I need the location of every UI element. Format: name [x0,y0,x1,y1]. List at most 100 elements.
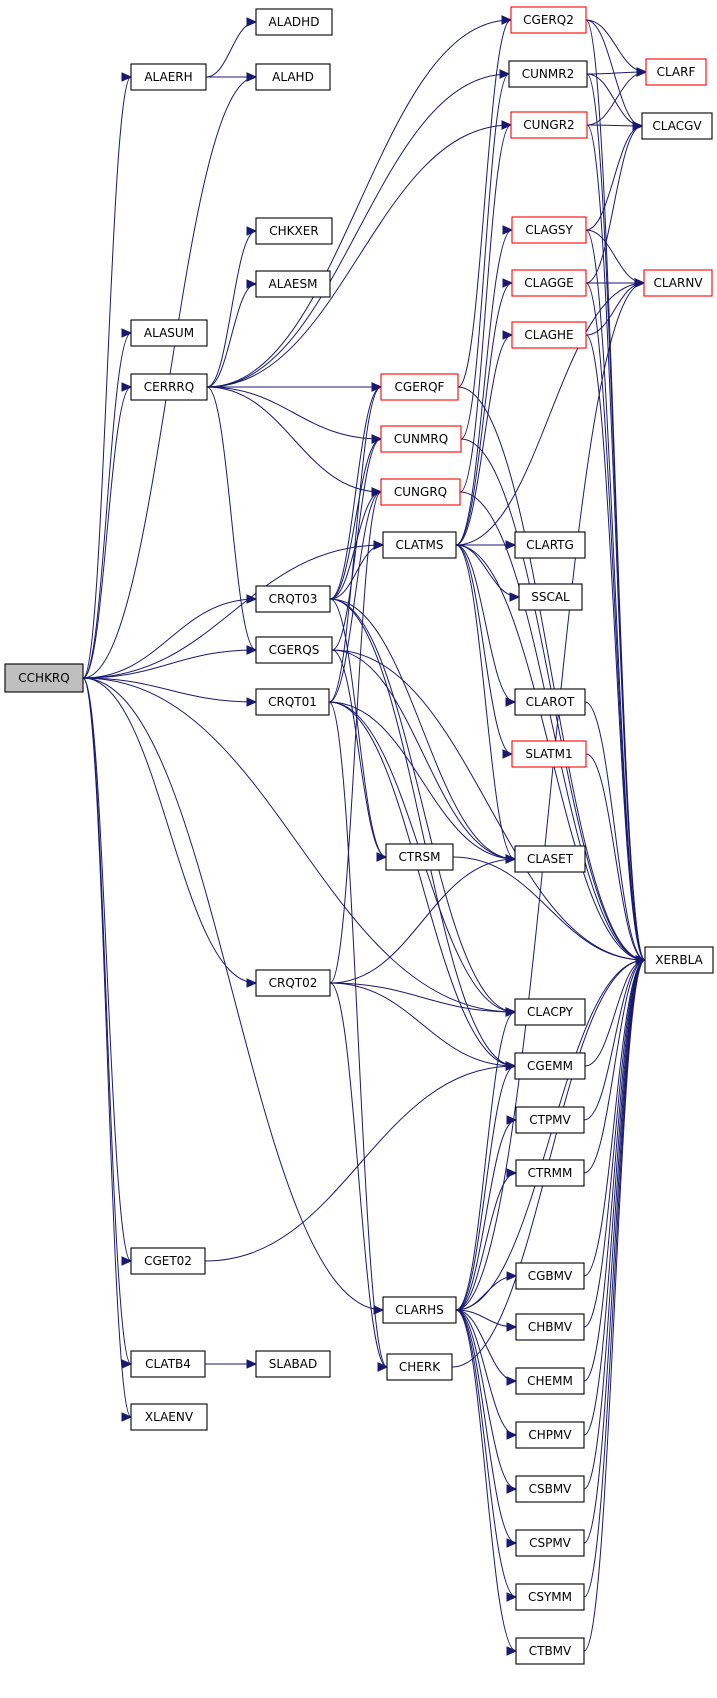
node-aladhd[interactable]: ALADHD [255,8,333,36]
node-cgerq2[interactable]: CGERQ2 [510,6,587,34]
node-clatms[interactable]: CLATMS [382,531,457,559]
node-label: CUNMRQ [394,432,448,446]
node-clarot[interactable]: CLAROT [514,688,586,716]
arrow-head [636,67,648,77]
node-box [130,1247,206,1275]
node-box [518,583,583,611]
node-alaesm[interactable]: ALAESM [255,270,331,298]
node-clarnv[interactable]: CLARNV [643,269,713,297]
node-clarf[interactable]: CLARF [645,58,707,86]
nodes-layer: CCHKRQ ALAERH ALADHD ALAHD ALASUM CERRRQ CHKXE… [4,6,714,1665]
node-cungr2[interactable]: CUNGR2 [510,111,588,139]
node-box [514,688,586,716]
node-label: CCHKRQ [18,671,69,685]
arrow-head [121,328,133,338]
node-slabad[interactable]: SLABAD [255,1350,331,1378]
node-label: CLACPY [527,1005,574,1019]
node-csbmv[interactable]: CSBMV [515,1475,585,1503]
node-cunmr2[interactable]: CUNMR2 [508,60,588,88]
edge-cerrrq-to-cgerqf [206,382,383,392]
node-cget02[interactable]: CGET02 [130,1247,206,1275]
node-crqt03[interactable]: CRQT03 [255,585,331,613]
node-box [255,270,331,298]
edge-cchkrq-to-crqt03 [82,594,258,679]
node-box [130,319,208,347]
node-cgerqf[interactable]: CGERQF [380,373,459,401]
node-cungrq[interactable]: CUNGRQ [380,478,461,506]
arrow-head [371,434,383,444]
arrow-head [506,1592,518,1602]
node-clagge[interactable]: CLAGGE [511,269,587,297]
edge-clatb4-to-slabad [204,1359,258,1369]
node-label: ALASUM [144,326,194,340]
node-crqt02[interactable]: CRQT02 [255,969,331,997]
node-sscal[interactable]: SSCAL [518,583,583,611]
edge-ctrsm-to-xerbla [452,856,647,965]
node-ctpmv[interactable]: CTPMV [515,1106,585,1134]
node-label: CLAGGE [524,276,574,290]
edges-layer [82,15,648,1656]
arrow-head [506,1538,518,1548]
node-alasum[interactable]: ALASUM [130,319,208,347]
edge-crqt02-to-cherk [329,982,389,1372]
node-chpmv[interactable]: CHPMV [515,1421,585,1449]
node-box [511,216,587,244]
node-chkxer[interactable]: CHKXER [255,217,333,245]
edge-clarhs-to-chemm [455,1309,518,1386]
node-xlaenv[interactable]: XLAENV [130,1403,208,1431]
node-csymm[interactable]: CSYMM [515,1583,585,1611]
node-label: SLABAD [269,1357,317,1371]
node-label: CLASET [527,852,574,866]
node-claghe[interactable]: CLAGHE [511,321,587,349]
node-label: CLARNV [653,276,703,290]
arrow-head [506,1484,518,1494]
edge-cungr2-to-clarf [586,67,648,126]
node-cunmrq[interactable]: CUNMRQ [380,425,462,453]
node-label: SLATM1 [525,747,572,761]
edge-alaerh-to-alahd [205,72,258,82]
node-alaerh[interactable]: ALAERH [130,63,207,91]
edge-cchkrq-to-alasum [82,328,133,679]
node-cchkrq[interactable]: CCHKRQ [4,663,84,693]
node-clarhs[interactable]: CLARHS [382,1296,457,1324]
node-claset[interactable]: CLASET [514,845,586,873]
node-ctrsm[interactable]: CTRSM [385,843,454,871]
node-label: CGET02 [144,1254,192,1268]
node-label: ALADHD [269,15,320,29]
node-slatm1[interactable]: SLATM1 [511,740,587,768]
node-cspmv[interactable]: CSPMV [515,1529,585,1557]
arrow-head [501,120,513,130]
node-ctrmm[interactable]: CTRMM [515,1159,585,1187]
node-box [515,1529,585,1557]
node-cgemm[interactable]: CGEMM [514,1052,586,1080]
node-crqt01[interactable]: CRQT01 [255,688,330,716]
node-xerbla[interactable]: XERBLA [644,946,714,974]
node-label: CERRRQ [144,380,194,394]
node-chemm[interactable]: CHEMM [515,1367,585,1395]
node-cgbmv[interactable]: CGBMV [515,1262,585,1290]
node-cerrrq[interactable]: CERRRQ [130,373,208,401]
node-label: CHPMV [528,1428,572,1442]
edge-clarhs-to-clarnv [455,278,646,1311]
node-chbmv[interactable]: CHBMV [515,1313,585,1341]
node-clatb4[interactable]: CLATB4 [130,1350,206,1378]
node-ctbmv[interactable]: CTBMV [515,1637,585,1665]
edge-csymm-to-xerbla [583,955,647,1598]
node-clacgv[interactable]: CLACGV [641,112,713,140]
node-label: CGBMV [528,1269,573,1283]
arrow-head [501,15,513,25]
node-clacpy[interactable]: CLACPY [514,998,586,1026]
edge-cgerq2-to-clacgv [585,19,644,131]
node-alahd[interactable]: ALAHD [255,63,331,91]
arrow-head [246,17,258,27]
node-box [255,217,333,245]
node-label: CRQT02 [269,976,318,990]
arrow-head [246,72,258,82]
node-cherk[interactable]: CHERK [386,1353,453,1381]
arrow-head [246,645,258,655]
node-clagsy[interactable]: CLAGSY [511,216,587,244]
node-cgerqs[interactable]: CGERQS [255,636,333,664]
arrow-head [502,278,514,288]
node-clartg[interactable]: CLARTG [514,531,586,559]
